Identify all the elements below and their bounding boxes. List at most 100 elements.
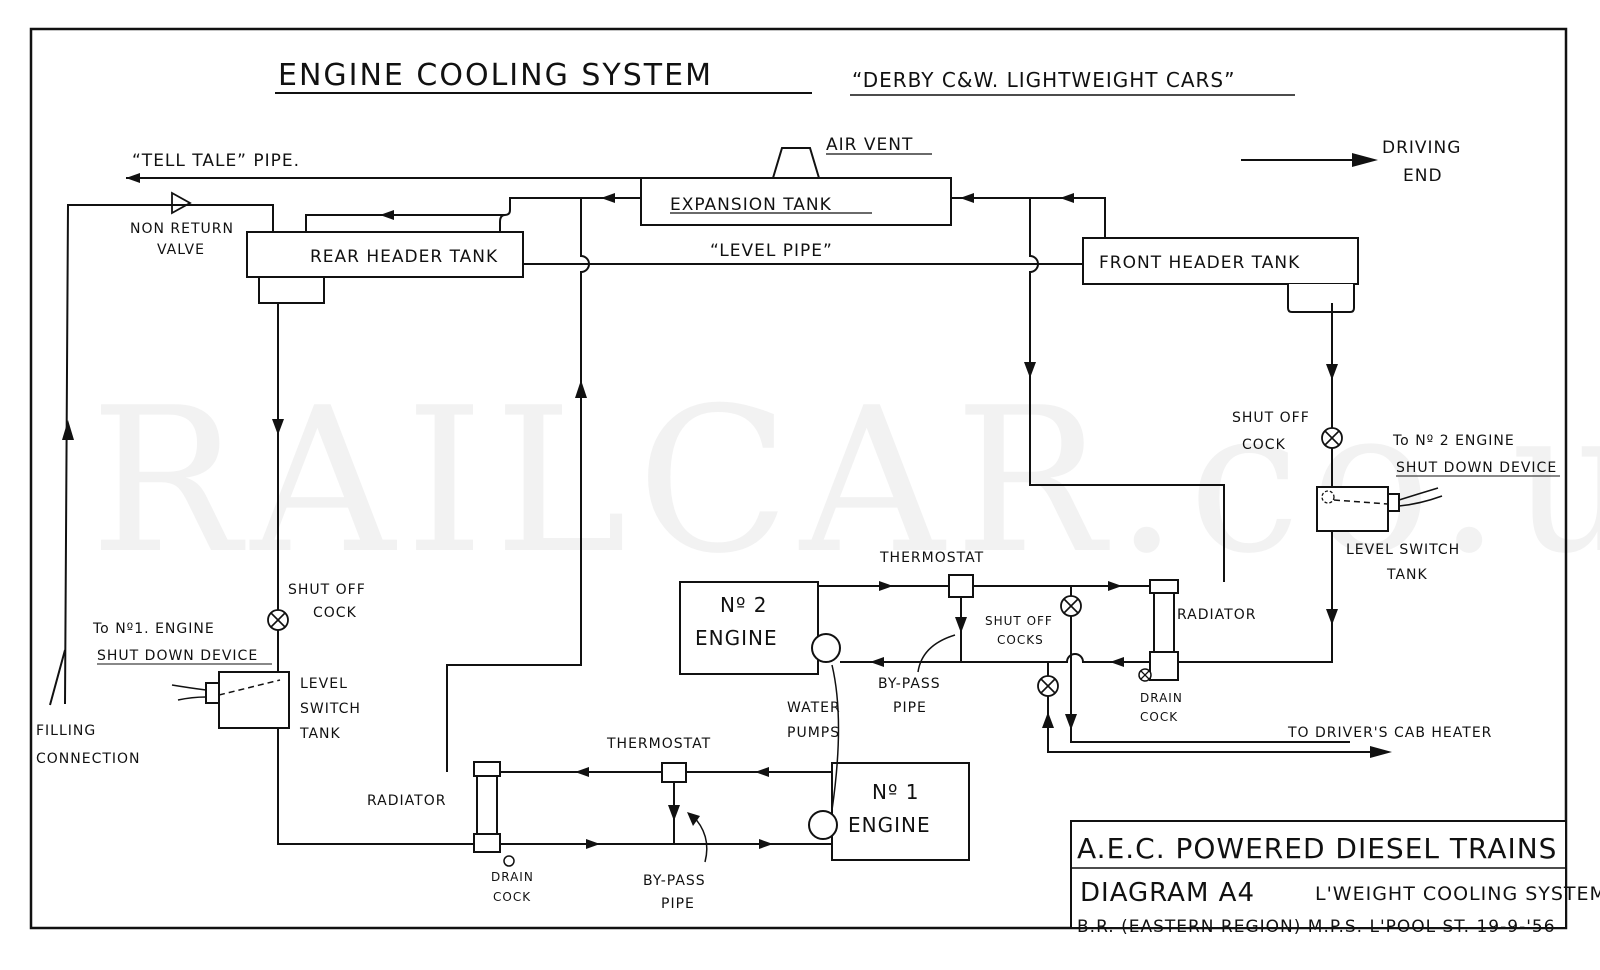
expansion-to-rear-pipe — [305, 197, 641, 232]
no1-drain-cock — [503, 855, 515, 867]
no2-drain-label: DRAIN — [1140, 691, 1183, 705]
water-pumps-pointer — [831, 664, 840, 811]
end-label: END — [1403, 166, 1443, 186]
filling-connection — [49, 649, 66, 706]
non-return-valve — [171, 191, 192, 215]
rear-header-tank — [246, 231, 524, 278]
expansion-arrow-left — [601, 193, 615, 203]
filling-label: FILLING — [36, 723, 96, 739]
no2-engine — [679, 581, 819, 675]
no2-return-pipe — [840, 303, 1333, 663]
left-cock-cross-b — [270, 612, 286, 628]
no2-radiator-label: RADIATOR — [1177, 607, 1256, 623]
no1-engine-label: ENGINE — [848, 813, 931, 837]
no2-thermostat — [948, 574, 974, 598]
right-cock-cross-b — [1324, 430, 1340, 446]
no1-radiator-label: RADIATOR — [367, 793, 446, 809]
to-no1-label-2: SHUT DOWN DEVICE — [97, 648, 258, 664]
left-tank-label: TANK — [299, 726, 341, 742]
to-no1-label-1: To Nº1. ENGINE — [92, 621, 215, 637]
cab-heater-flow-arrow — [1065, 714, 1077, 730]
filling-pipe — [64, 204, 274, 705]
expansion-arrow-right — [960, 193, 974, 203]
driving-end-arrow — [1352, 153, 1378, 167]
no2-drain-cock-label: COCK — [1140, 710, 1178, 724]
connection-label: CONNECTION — [36, 751, 141, 767]
no1-thermostat — [661, 762, 687, 783]
left-level-label: LEVEL — [300, 676, 348, 692]
no1-bypass-arrow — [668, 805, 680, 821]
valve-label: VALVE — [157, 242, 205, 258]
no1-radiator-riser — [446, 198, 590, 772]
no1-bypass-label: BY-PASS — [643, 873, 706, 889]
diagram-subtitle: “DERBY C&W. LIGHTWEIGHT CARS” — [852, 68, 1235, 92]
no2-bypass-arrow — [955, 617, 967, 633]
front-header-tank — [1082, 237, 1359, 285]
no2-bypass-label: BY-PASS — [878, 676, 941, 692]
expansion-tank — [640, 177, 952, 226]
no2-bypass-pointer — [917, 634, 956, 673]
water-label: WATER — [787, 700, 841, 716]
no2-label: Nº 2 — [720, 593, 767, 617]
air-vent — [772, 147, 820, 179]
no1-pipe-label: PIPE — [661, 896, 695, 912]
no1-return-pipe — [277, 728, 832, 845]
rear-header-sump — [258, 276, 325, 304]
pumps-label: PUMPS — [787, 725, 840, 741]
front-down-arrow-b — [1326, 609, 1338, 625]
shut-off-cocks-label-2: COCKS — [997, 633, 1044, 647]
rear-header-link — [499, 214, 506, 232]
title-block-system: L'WEIGHT COOLING SYSTEM — [1315, 883, 1600, 905]
right-float-arm — [1333, 499, 1389, 505]
cab-heater-return-arrow — [1042, 712, 1054, 728]
no2-thermostat-label: THERMOSTAT — [879, 550, 984, 566]
title-block-line3: B.R. (EASTERN REGION) M.P.S. L'POOL ST. … — [1077, 917, 1556, 937]
title-block-line1: A.E.C. POWERED DIESEL TRAINS — [1077, 832, 1557, 865]
no1-flow-arrow-a — [575, 767, 589, 777]
cab-heater-arrow — [1370, 746, 1392, 758]
no1-thermostat-label: THERMOSTAT — [606, 736, 711, 752]
cab-cock-lower-cross-b — [1040, 678, 1056, 694]
shut-off-cocks-label-1: SHUT OFF — [985, 614, 1053, 628]
front-header-tank-label: FRONT HEADER TANK — [1099, 253, 1300, 273]
no2-water-pump — [811, 633, 841, 663]
no1-engine — [831, 762, 970, 861]
right-float — [1321, 490, 1335, 504]
title-block-diagram: DIAGRAM A4 — [1080, 878, 1255, 908]
title-block — [1070, 820, 1567, 929]
rear-header-tank-label: REAR HEADER TANK — [310, 247, 498, 267]
no1-return-arrow-a — [586, 839, 600, 849]
right-tank-label: TANK — [1386, 567, 1428, 583]
front-pipe-arrow — [1060, 193, 1074, 203]
right-switch-device — [1387, 493, 1400, 512]
front-header-sump — [1287, 284, 1355, 313]
no2-radiator-riser — [1029, 198, 1225, 582]
left-device-wire-a — [171, 684, 207, 691]
to-no2-label-1: To Nº 2 ENGINE — [1392, 433, 1515, 449]
expansion-tank-label: EXPANSION TANK — [670, 195, 832, 215]
no2-flow-arrow-b — [1108, 581, 1122, 591]
cab-heater-flow — [1070, 616, 1350, 743]
no1-flow-arrow-b — [755, 767, 769, 777]
right-device-wire-a — [1398, 487, 1439, 501]
expansion-to-front-pipe — [951, 197, 1106, 238]
tell-tale-arrow — [126, 173, 140, 183]
tell-tale-label: “TELL TALE” PIPE. — [132, 151, 300, 171]
driving-label: DRIVING — [1382, 138, 1461, 158]
right-shut-off-label: SHUT OFF — [1232, 410, 1310, 426]
to-no2-label-2: SHUT DOWN DEVICE — [1396, 460, 1557, 476]
no2-engine-label: ENGINE — [695, 626, 778, 650]
no1-return-arrow-b — [759, 839, 773, 849]
no1-radiator-bottom — [473, 833, 501, 853]
no1-drain-label: DRAIN — [491, 870, 534, 884]
no1-label: Nº 1 — [872, 780, 919, 804]
left-cock-label: COCK — [313, 605, 357, 621]
non-return-label: NON RETURN — [130, 221, 234, 237]
no2-flow-arrow-a — [879, 581, 893, 591]
no1-water-pump — [808, 810, 838, 840]
left-switch-label: SWITCH — [300, 701, 361, 717]
cab-heater-return — [1047, 696, 1374, 753]
no2-radiator-bottom — [1149, 651, 1179, 681]
left-device-wire-b — [177, 696, 207, 701]
